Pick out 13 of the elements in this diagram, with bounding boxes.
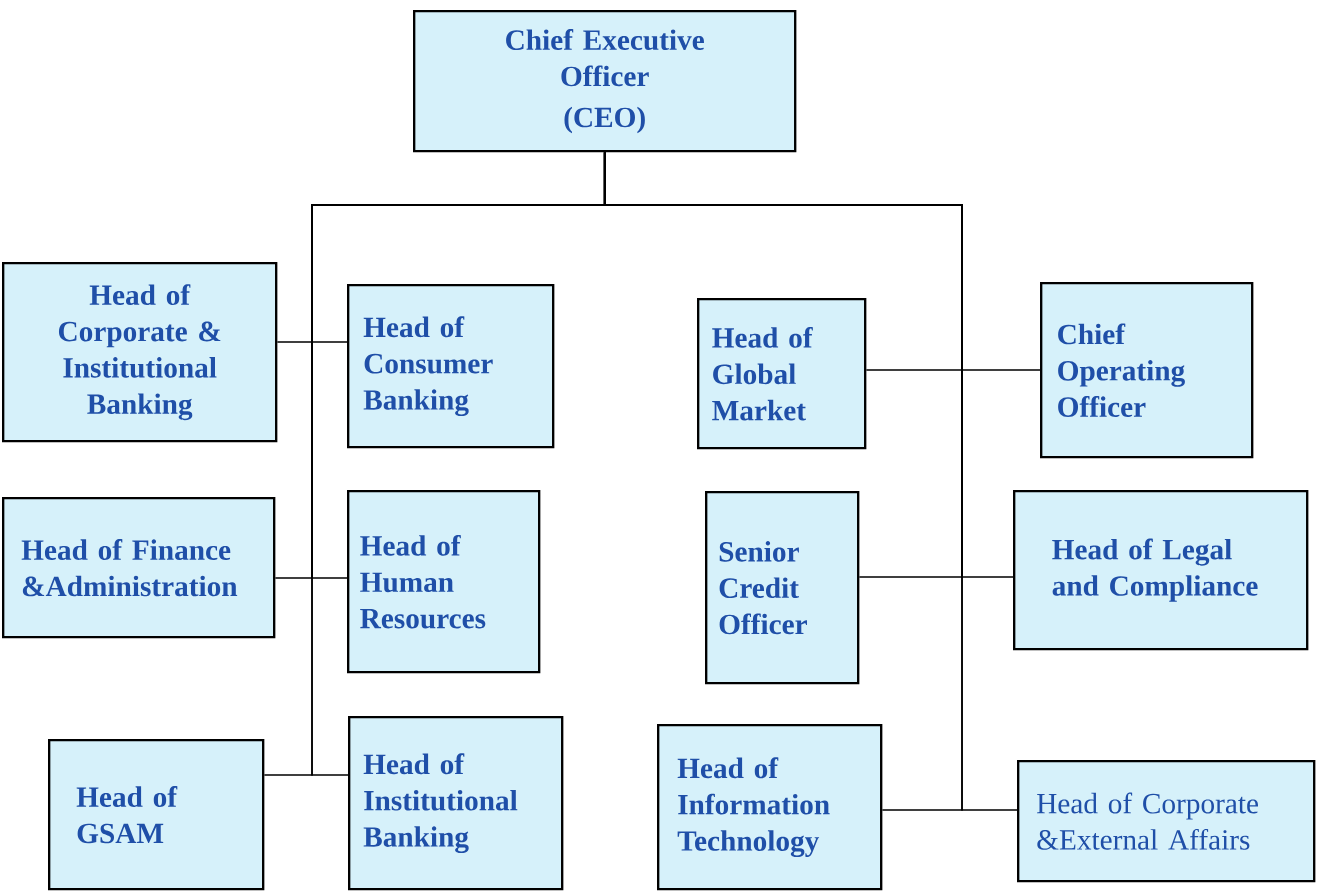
org-box: Head of Consumer Banking [347,284,555,449]
org-box: Head of Institutional Banking [348,716,564,891]
org-box: Head of Corporate & Institutional Banking [2,262,278,443]
org-box: Head of Finance &Administration [2,497,276,639]
org-box: Head of Information Technology [657,724,883,891]
org-box: Head of Legal and Compliance [1013,490,1309,651]
org-box: Head of GSAM [48,739,265,891]
org-box: Head of Corporate &External Affairs [1017,760,1316,883]
org-box: Senior Credit Officer [705,491,860,685]
org-box: Head of Human Resources [347,490,541,674]
org-box: Chief Operating Officer [1040,282,1254,459]
org-box: Head of Global Market [697,298,867,450]
org-box: Chief Executive Officer (CEO) [413,10,797,153]
